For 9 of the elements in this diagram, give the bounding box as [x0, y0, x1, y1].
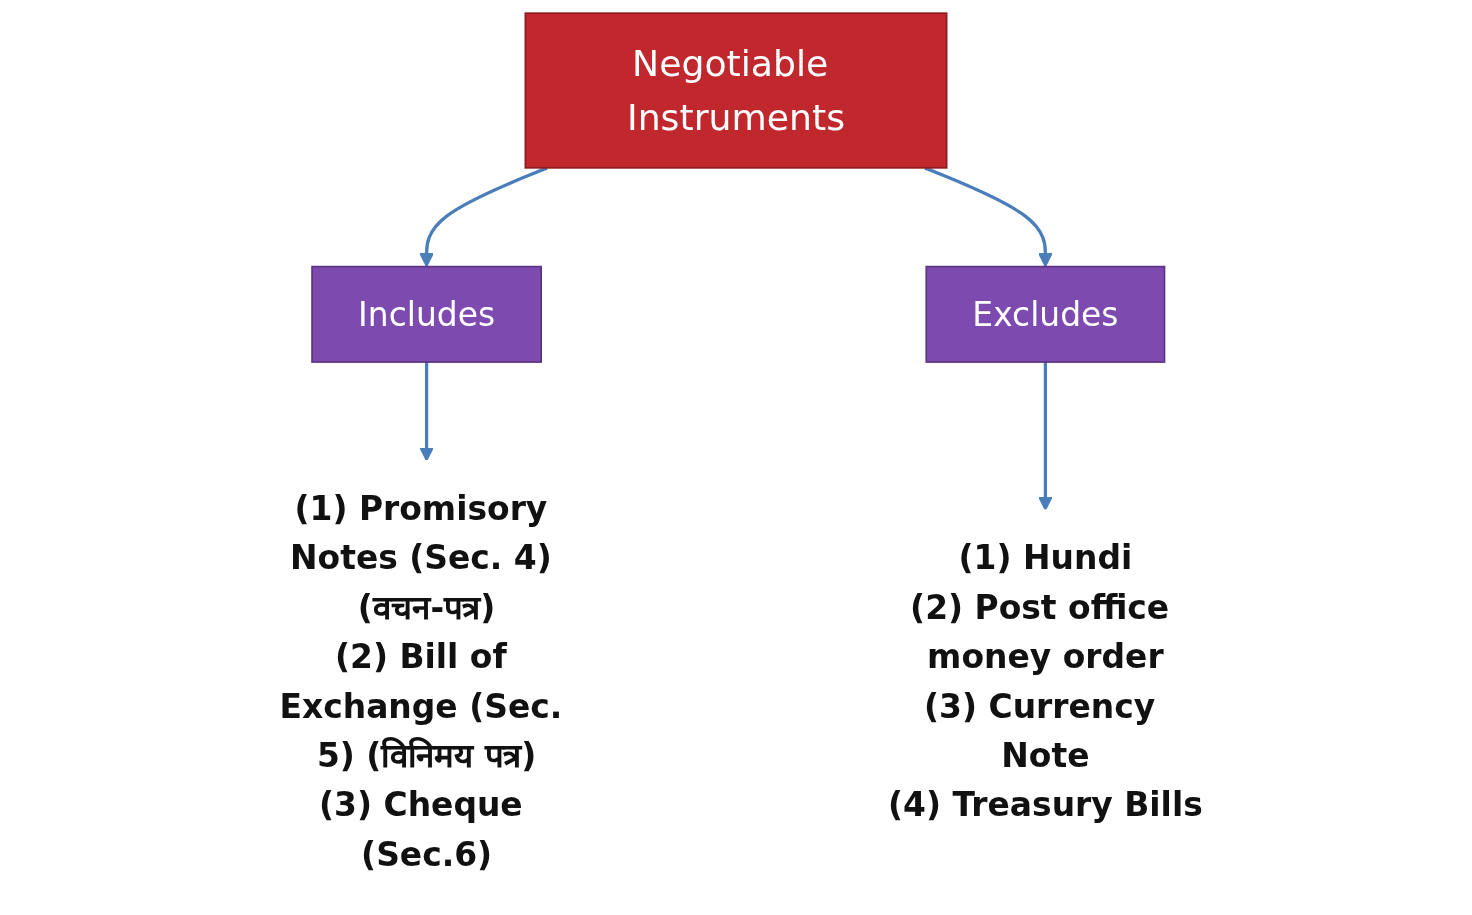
node-box: Includes — [311, 265, 542, 363]
node-text: (1) Hundi (2) Post office money order (3) Currency Note (4) Treasury Bills — [888, 538, 1203, 825]
arrow — [1038, 362, 1053, 511]
arrow — [419, 362, 434, 462]
arrow — [419, 166, 548, 268]
node-text: (1) Promisory Notes (Sec. 4) (वचन-पत्र) (2) Bill of Exchange (Sec. 5) (विनिमय पत्र) (3) Cheque (Sec.6) — [279, 488, 563, 874]
node-box: Excludes — [925, 265, 1166, 363]
arrow — [924, 166, 1053, 268]
node-box: Negotiable Instruments — [524, 12, 948, 169]
